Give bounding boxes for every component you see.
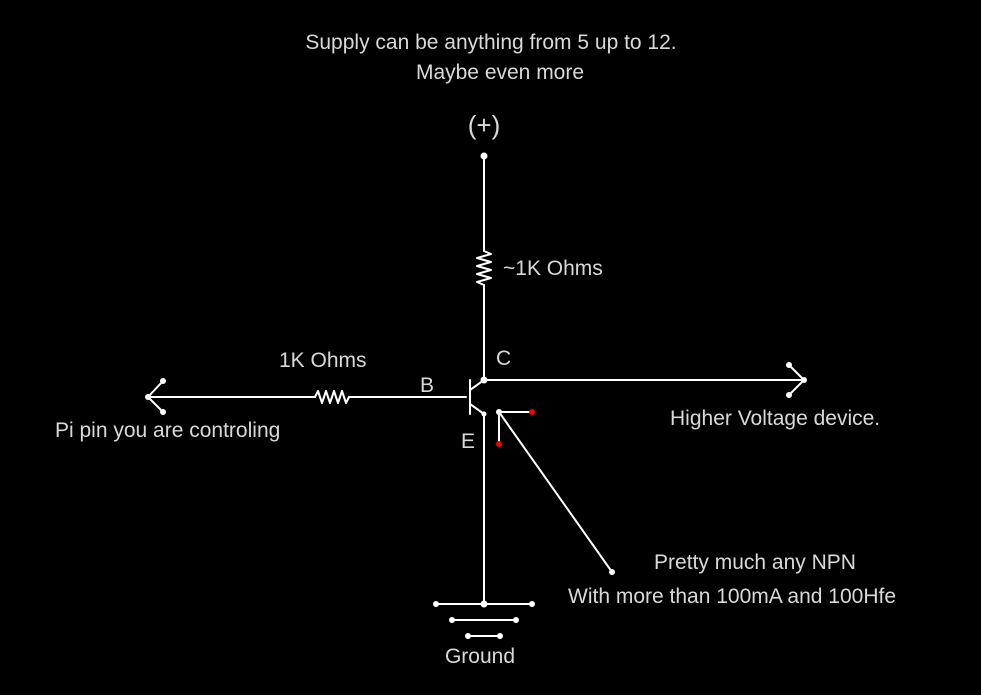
npn-note-line2: With more than 100mA and 100Hfe: [568, 585, 897, 608]
output-label: Higher Voltage device.: [670, 407, 881, 430]
output-arrow-dot-lower: [786, 392, 792, 398]
pointer-red-dot-right: [529, 409, 535, 415]
ground-label: Ground: [444, 645, 516, 668]
npn-note-line1: Pretty much any NPN: [654, 551, 856, 574]
ground-dot-1a: [433, 601, 439, 607]
transistor-emitter-dot: [481, 411, 487, 417]
supply-plus-symbol: (+): [467, 110, 501, 140]
input-label: Pi pin you are controling: [55, 419, 281, 442]
collector-node: [480, 376, 488, 384]
pin-label-collector: C: [496, 347, 512, 370]
ground-dot-1b: [529, 601, 535, 607]
pointer-red-dot-down: [496, 441, 502, 447]
output-arrow-lower: [788, 379, 805, 396]
pin-label-emitter: E: [461, 430, 476, 453]
supply-node: [480, 152, 488, 160]
supply-note-line1: Supply can be anything from 5 up to 12.: [305, 31, 677, 54]
ground-dot-3b: [497, 633, 503, 639]
output-arrow-upper: [788, 364, 805, 381]
output-arrow-dot-upper: [786, 362, 792, 368]
base-resistor-label: 1K Ohms: [279, 349, 367, 372]
input-arrow-upper: [147, 380, 164, 398]
ground-dot-3a: [465, 633, 471, 639]
ground-dot-2a: [449, 617, 455, 623]
output-tip-dot: [801, 377, 807, 383]
input-arrow-dot-lower: [160, 409, 166, 415]
ground-node: [480, 600, 488, 608]
input-arrow-lower: [147, 396, 164, 413]
transistor-emitter-leg: [469, 403, 485, 415]
base-resistor: [314, 390, 350, 404]
ground-dot-2b: [513, 617, 519, 623]
pointer-diagonal: [498, 411, 613, 573]
input-arrow-dot-upper: [160, 378, 166, 384]
pointer-end-dot: [609, 569, 615, 575]
supply-note-line2: Maybe even more: [415, 61, 585, 84]
pin-label-base: B: [420, 374, 435, 397]
pointer-node: [496, 409, 502, 415]
input-tip-dot: [145, 394, 151, 400]
collector-resistor-label: ~1K Ohms: [503, 257, 603, 280]
collector-resistor: [476, 250, 492, 286]
